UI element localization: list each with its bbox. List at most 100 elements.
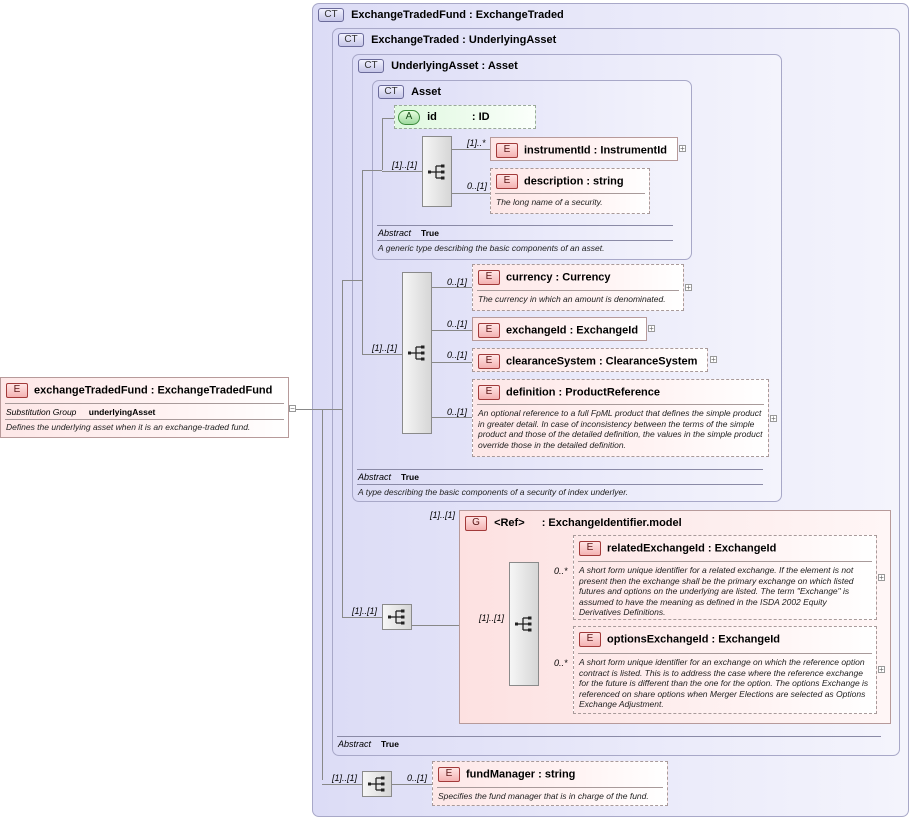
expand-toggle[interactable]: + bbox=[878, 573, 885, 582]
connector bbox=[452, 149, 490, 150]
element-icon: E bbox=[438, 767, 460, 782]
collapse-toggle[interactable]: − bbox=[289, 404, 296, 413]
ct-title: ExchangeTraded : UnderlyingAsset bbox=[371, 33, 557, 46]
sequence-exchange-traded[interactable] bbox=[382, 604, 412, 630]
ct-documentation: A generic type describing the basic comp… bbox=[378, 243, 605, 253]
element-title: exchangeTradedFund : ExchangeTradedFund bbox=[34, 384, 273, 397]
group-icon: G bbox=[465, 516, 487, 531]
complex-type-icon: CT bbox=[378, 85, 404, 99]
multiplicity: [1]..[1] bbox=[352, 606, 378, 616]
element-title: instrumentId : InstrumentId bbox=[524, 144, 667, 157]
attribute-id[interactable]: A id : ID bbox=[394, 105, 536, 129]
element-title: relatedExchangeId : ExchangeId bbox=[607, 542, 777, 555]
sequence-icon bbox=[428, 164, 445, 179]
element-title: optionsExchangeId : ExchangeId bbox=[607, 633, 780, 646]
element-icon: E bbox=[478, 323, 500, 338]
element-icon: E bbox=[6, 383, 28, 398]
connector bbox=[342, 617, 382, 618]
expand-toggle[interactable]: + bbox=[710, 355, 717, 364]
connector bbox=[382, 171, 422, 172]
group-title: : ExchangeIdentifier.model bbox=[541, 517, 682, 530]
element-documentation: A short form unique identifier for an ex… bbox=[579, 657, 869, 709]
sequence-icon bbox=[388, 609, 405, 625]
multiplicity: 0..* bbox=[554, 566, 568, 576]
connector bbox=[362, 170, 382, 171]
element-documentation: A short form unique identifier for a rel… bbox=[579, 565, 854, 617]
separator bbox=[578, 561, 872, 562]
element-icon: E bbox=[478, 354, 500, 369]
element-icon: E bbox=[478, 385, 500, 400]
element-title: clearanceSystem : ClearanceSystem bbox=[506, 355, 698, 368]
expand-toggle[interactable]: + bbox=[679, 144, 686, 153]
ct-title: Asset bbox=[411, 85, 442, 98]
sequence-exchange-identifier[interactable] bbox=[509, 562, 539, 686]
sequence-asset[interactable] bbox=[422, 136, 452, 207]
sequence-exchange-traded-fund[interactable] bbox=[362, 771, 392, 797]
separator bbox=[5, 419, 284, 420]
element-icon: E bbox=[579, 632, 601, 647]
separator bbox=[357, 484, 763, 485]
multiplicity: 0..[1] bbox=[447, 350, 468, 360]
connector bbox=[432, 330, 472, 331]
multiplicity: 0..[1] bbox=[447, 407, 468, 417]
separator bbox=[437, 787, 663, 788]
separator bbox=[357, 469, 763, 470]
expand-toggle[interactable]: + bbox=[648, 324, 655, 333]
connector bbox=[382, 118, 383, 170]
element-icon: E bbox=[579, 541, 601, 556]
ct-documentation: A type describing the basic components o… bbox=[358, 487, 629, 497]
connector bbox=[452, 193, 490, 194]
expand-toggle[interactable]: + bbox=[685, 283, 692, 292]
complex-type-icon: CT bbox=[358, 59, 384, 73]
multiplicity: 0..[1] bbox=[467, 181, 488, 191]
connector bbox=[362, 170, 363, 354]
separator bbox=[377, 240, 673, 241]
sequence-underlying-asset[interactable] bbox=[402, 272, 432, 434]
element-title: definition : ProductReference bbox=[506, 386, 661, 399]
element-title: currency : Currency bbox=[506, 271, 611, 284]
separator bbox=[5, 403, 284, 404]
multiplicity: 0..[1] bbox=[447, 277, 468, 287]
expand-toggle[interactable]: + bbox=[878, 665, 885, 674]
ct-title: UnderlyingAsset : Asset bbox=[391, 59, 518, 72]
expand-toggle[interactable]: + bbox=[770, 414, 777, 423]
element-documentation: An optional reference to a full FpML pro… bbox=[478, 408, 763, 450]
separator bbox=[578, 653, 872, 654]
multiplicity: 0..[1] bbox=[407, 773, 428, 783]
connector bbox=[342, 280, 362, 281]
ct-title: ExchangeTradedFund : ExchangeTraded bbox=[351, 8, 564, 21]
sequence-icon bbox=[408, 345, 425, 361]
connector bbox=[392, 784, 432, 785]
element-documentation: The long name of a security. bbox=[496, 197, 603, 207]
element-icon: E bbox=[496, 143, 518, 158]
complex-type-icon: CT bbox=[318, 8, 344, 22]
multiplicity: 0..* bbox=[554, 658, 568, 668]
separator bbox=[377, 225, 673, 226]
element-documentation: The currency in which an amount is denom… bbox=[478, 294, 666, 304]
element-documentation: Specifies the fund manager that is in ch… bbox=[438, 791, 649, 801]
element-title: exchangeId : ExchangeId bbox=[506, 324, 639, 337]
multiplicity: [1]..[1] bbox=[372, 343, 398, 353]
multiplicity: [1]..[1] bbox=[392, 160, 418, 170]
connector bbox=[432, 287, 472, 288]
multiplicity: [1]..[1] bbox=[479, 613, 505, 623]
sequence-icon bbox=[368, 776, 385, 792]
separator bbox=[495, 193, 645, 194]
element-icon: E bbox=[496, 174, 518, 189]
separator bbox=[477, 404, 764, 405]
complex-type-icon: CT bbox=[338, 33, 364, 47]
connector bbox=[362, 354, 402, 355]
multiplicity: [1]..* bbox=[467, 138, 486, 148]
